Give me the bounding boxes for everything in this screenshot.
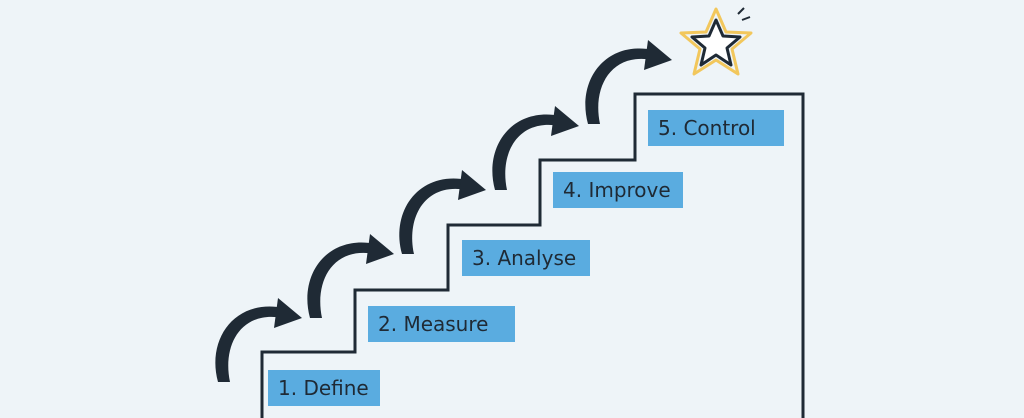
curved-arrow-icon — [585, 40, 672, 124]
step-label-analyse: 3. Analyse — [462, 240, 590, 276]
step-label-measure: 2. Measure — [368, 306, 515, 342]
curved-arrow-icon — [399, 170, 486, 254]
curved-arrow-icon — [215, 298, 302, 382]
star-icon — [679, 7, 753, 76]
curved-arrow-icon — [307, 234, 394, 318]
step-label-improve: 4. Improve — [553, 172, 683, 208]
step-label-define: 1. Define — [268, 370, 380, 406]
curved-arrow-icon — [492, 106, 579, 190]
step-label-control: 5. Control — [648, 110, 784, 146]
staircase-outline — [260, 92, 805, 418]
